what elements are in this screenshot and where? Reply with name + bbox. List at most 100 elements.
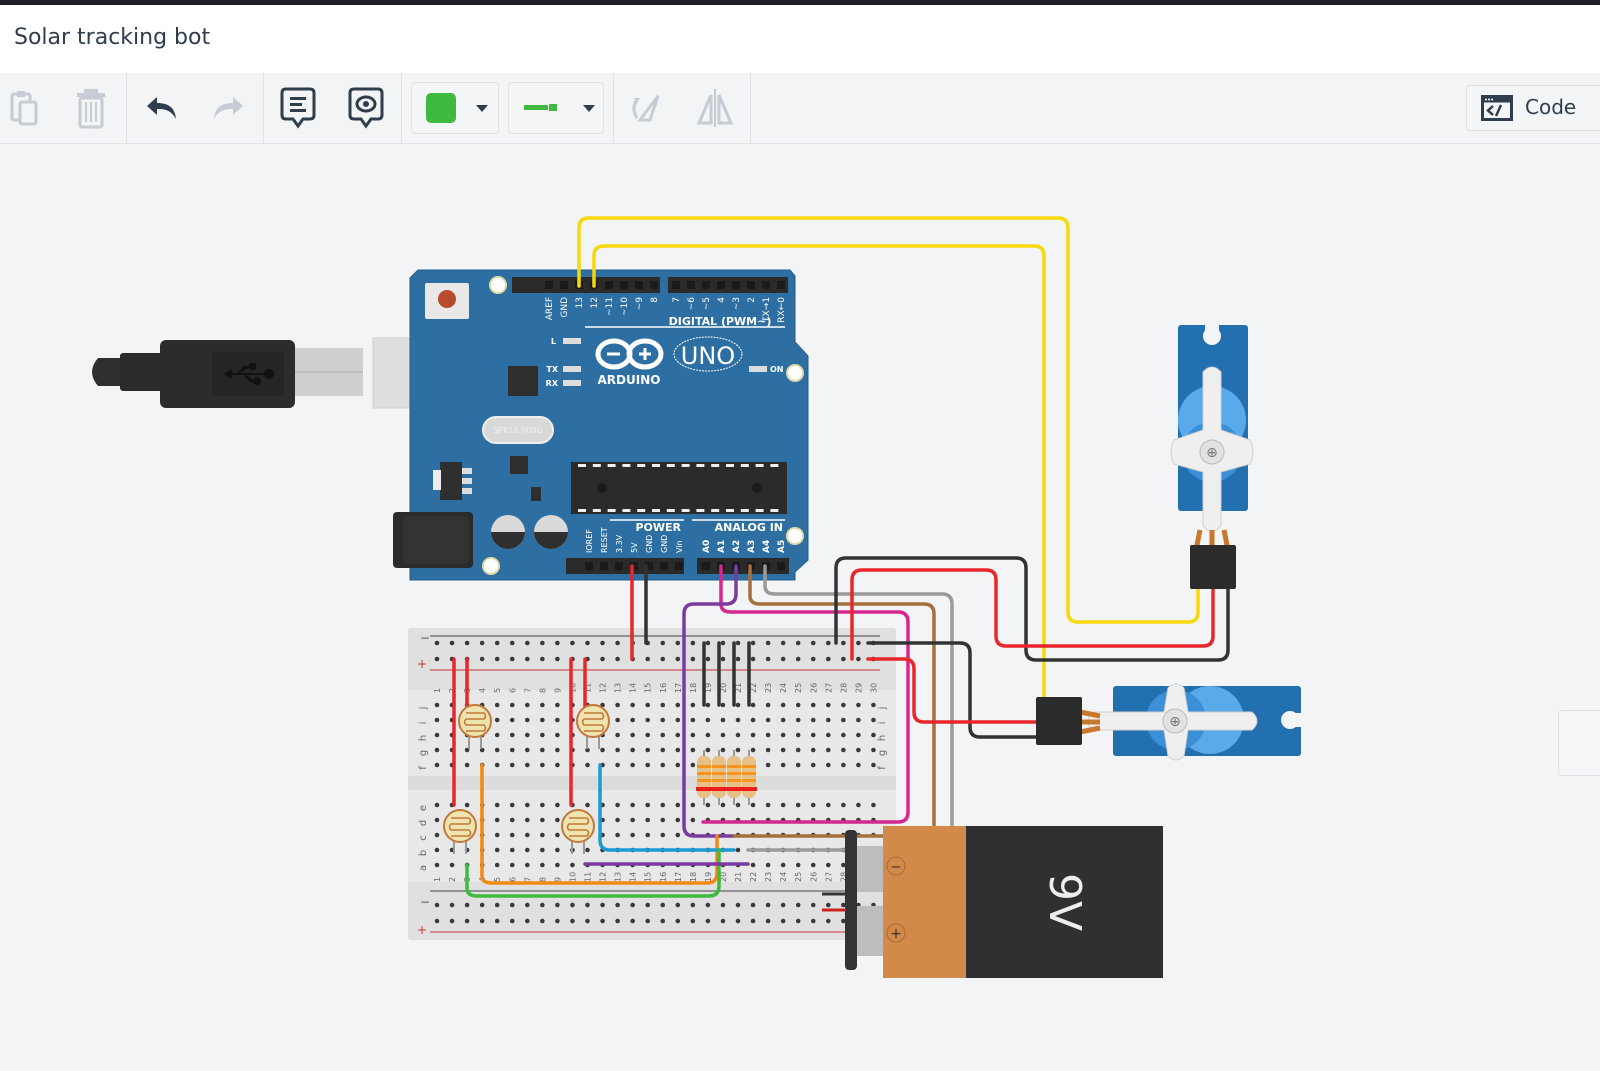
rail-hole[interactable] bbox=[600, 902, 605, 908]
breadboard-hole[interactable] bbox=[826, 802, 831, 808]
breadboard-hole[interactable] bbox=[434, 717, 440, 723]
breadboard-hole[interactable] bbox=[690, 717, 696, 723]
rail-hole[interactable] bbox=[675, 656, 681, 662]
breadboard-hole[interactable] bbox=[525, 832, 530, 838]
rail-hole[interactable] bbox=[494, 656, 500, 662]
breadboard-hole[interactable] bbox=[780, 732, 786, 738]
rail-hole[interactable] bbox=[720, 902, 726, 908]
breadboard-hole[interactable] bbox=[720, 717, 726, 723]
rail-hole[interactable] bbox=[841, 902, 846, 908]
breadboard-hole[interactable] bbox=[705, 732, 711, 738]
rail-hole[interactable] bbox=[555, 918, 560, 924]
rail-hole[interactable] bbox=[705, 656, 711, 662]
rail-hole[interactable] bbox=[434, 902, 440, 908]
breadboard-hole[interactable] bbox=[735, 702, 741, 708]
rail-hole[interactable] bbox=[585, 640, 590, 646]
breadboard-hole[interactable] bbox=[841, 732, 846, 738]
breadboard-hole[interactable] bbox=[690, 817, 696, 823]
battery-plus-terminal[interactable]: + bbox=[890, 926, 902, 942]
rail-hole[interactable] bbox=[780, 918, 786, 924]
breadboard-hole[interactable] bbox=[810, 802, 816, 808]
rail-hole[interactable] bbox=[555, 656, 560, 662]
resistor[interactable] bbox=[726, 750, 742, 805]
breadboard-hole[interactable] bbox=[856, 802, 861, 808]
digital-pin-hole[interactable] bbox=[605, 281, 613, 289]
rail-hole[interactable] bbox=[765, 640, 771, 646]
rail-hole[interactable] bbox=[705, 918, 711, 924]
digital-pin-hole[interactable] bbox=[762, 281, 770, 289]
wire-type-dropdown[interactable] bbox=[508, 82, 604, 134]
breadboard-hole[interactable] bbox=[871, 747, 876, 753]
rail-hole[interactable] bbox=[600, 640, 605, 646]
breadboard-hole[interactable] bbox=[780, 862, 786, 868]
breadboard-hole[interactable] bbox=[464, 762, 470, 768]
breadboard-hole[interactable] bbox=[780, 717, 786, 723]
breadboard-hole[interactable] bbox=[540, 747, 545, 753]
breadboard-hole[interactable] bbox=[765, 862, 771, 868]
breadboard-hole[interactable] bbox=[795, 747, 801, 753]
breadboard-hole[interactable] bbox=[795, 717, 801, 723]
wire-yellow-pin12[interactable] bbox=[592, 244, 1046, 704]
rail-hole[interactable] bbox=[795, 656, 801, 662]
rail-hole[interactable] bbox=[525, 902, 530, 908]
breadboard-hole[interactable] bbox=[509, 702, 515, 708]
rail-hole[interactable] bbox=[600, 656, 605, 662]
breadboard-hole[interactable] bbox=[555, 702, 560, 708]
breadboard-hole[interactable] bbox=[660, 747, 666, 753]
breadboard-hole[interactable] bbox=[600, 702, 605, 708]
header-pin-hole[interactable] bbox=[702, 562, 710, 570]
breadboard-hole[interactable] bbox=[660, 702, 666, 708]
breadboard-hole[interactable] bbox=[690, 702, 696, 708]
rail-hole[interactable] bbox=[464, 902, 470, 908]
breadboard-hole[interactable] bbox=[509, 747, 515, 753]
breadboard-hole[interactable] bbox=[660, 802, 666, 808]
rail-hole[interactable] bbox=[660, 640, 666, 646]
wire-green[interactable] bbox=[465, 848, 721, 898]
rail-hole[interactable] bbox=[494, 918, 500, 924]
breadboard-hole[interactable] bbox=[750, 702, 756, 708]
toggle-notes-button[interactable] bbox=[341, 83, 391, 133]
wire-red-rail-to-servo2[interactable] bbox=[850, 568, 1215, 661]
rail-hole[interactable] bbox=[479, 656, 485, 662]
breadboard-hole[interactable] bbox=[615, 747, 620, 753]
rail-hole[interactable] bbox=[630, 918, 635, 924]
rail-hole[interactable] bbox=[841, 640, 846, 646]
photoresistor[interactable] bbox=[561, 809, 595, 854]
digital-pin-hole[interactable] bbox=[747, 281, 755, 289]
breadboard-hole[interactable] bbox=[540, 802, 545, 808]
rail-hole[interactable] bbox=[585, 902, 590, 908]
rail-hole[interactable] bbox=[585, 918, 590, 924]
rail-hole[interactable] bbox=[780, 902, 786, 908]
rail-hole[interactable] bbox=[690, 918, 696, 924]
breadboard-hole[interactable] bbox=[630, 732, 635, 738]
breadboard-hole[interactable] bbox=[720, 702, 726, 708]
breadboard-hole[interactable] bbox=[690, 802, 696, 808]
rail-hole[interactable] bbox=[826, 656, 831, 662]
breadboard-hole[interactable] bbox=[660, 832, 666, 838]
breadboard-hole[interactable] bbox=[765, 802, 771, 808]
breadboard-hole[interactable] bbox=[540, 862, 545, 868]
header-pin-hole[interactable] bbox=[777, 562, 785, 570]
battery-minus-terminal[interactable]: − bbox=[891, 860, 902, 875]
wire-yellow-pin13[interactable] bbox=[577, 216, 1200, 624]
battery-9v[interactable]: − + 9V bbox=[822, 826, 1163, 978]
servo-connector[interactable] bbox=[1190, 545, 1236, 589]
servo-motor-horizontal[interactable]: ⊕ bbox=[1036, 683, 1301, 761]
breadboard-hole[interactable] bbox=[750, 732, 756, 738]
rail-hole[interactable] bbox=[479, 640, 485, 646]
rail-hole[interactable] bbox=[555, 902, 560, 908]
breadboard-hole[interactable] bbox=[525, 762, 530, 768]
breadboard-hole[interactable] bbox=[630, 747, 635, 753]
breadboard-hole[interactable] bbox=[494, 862, 500, 868]
wire-red-rail-to-servo1[interactable] bbox=[866, 657, 1038, 724]
breadboard-hole[interactable] bbox=[555, 732, 560, 738]
breadboard-hole[interactable] bbox=[525, 847, 530, 853]
breadboard-hole[interactable] bbox=[645, 747, 650, 753]
breadboard-hole[interactable] bbox=[735, 717, 741, 723]
breadboard-hole[interactable] bbox=[841, 717, 846, 723]
breadboard-hole[interactable] bbox=[795, 702, 801, 708]
breadboard-hole[interactable] bbox=[735, 732, 741, 738]
breadboard-hole[interactable] bbox=[434, 862, 440, 868]
breadboard-hole[interactable] bbox=[720, 732, 726, 738]
breadboard-hole[interactable] bbox=[826, 862, 831, 868]
